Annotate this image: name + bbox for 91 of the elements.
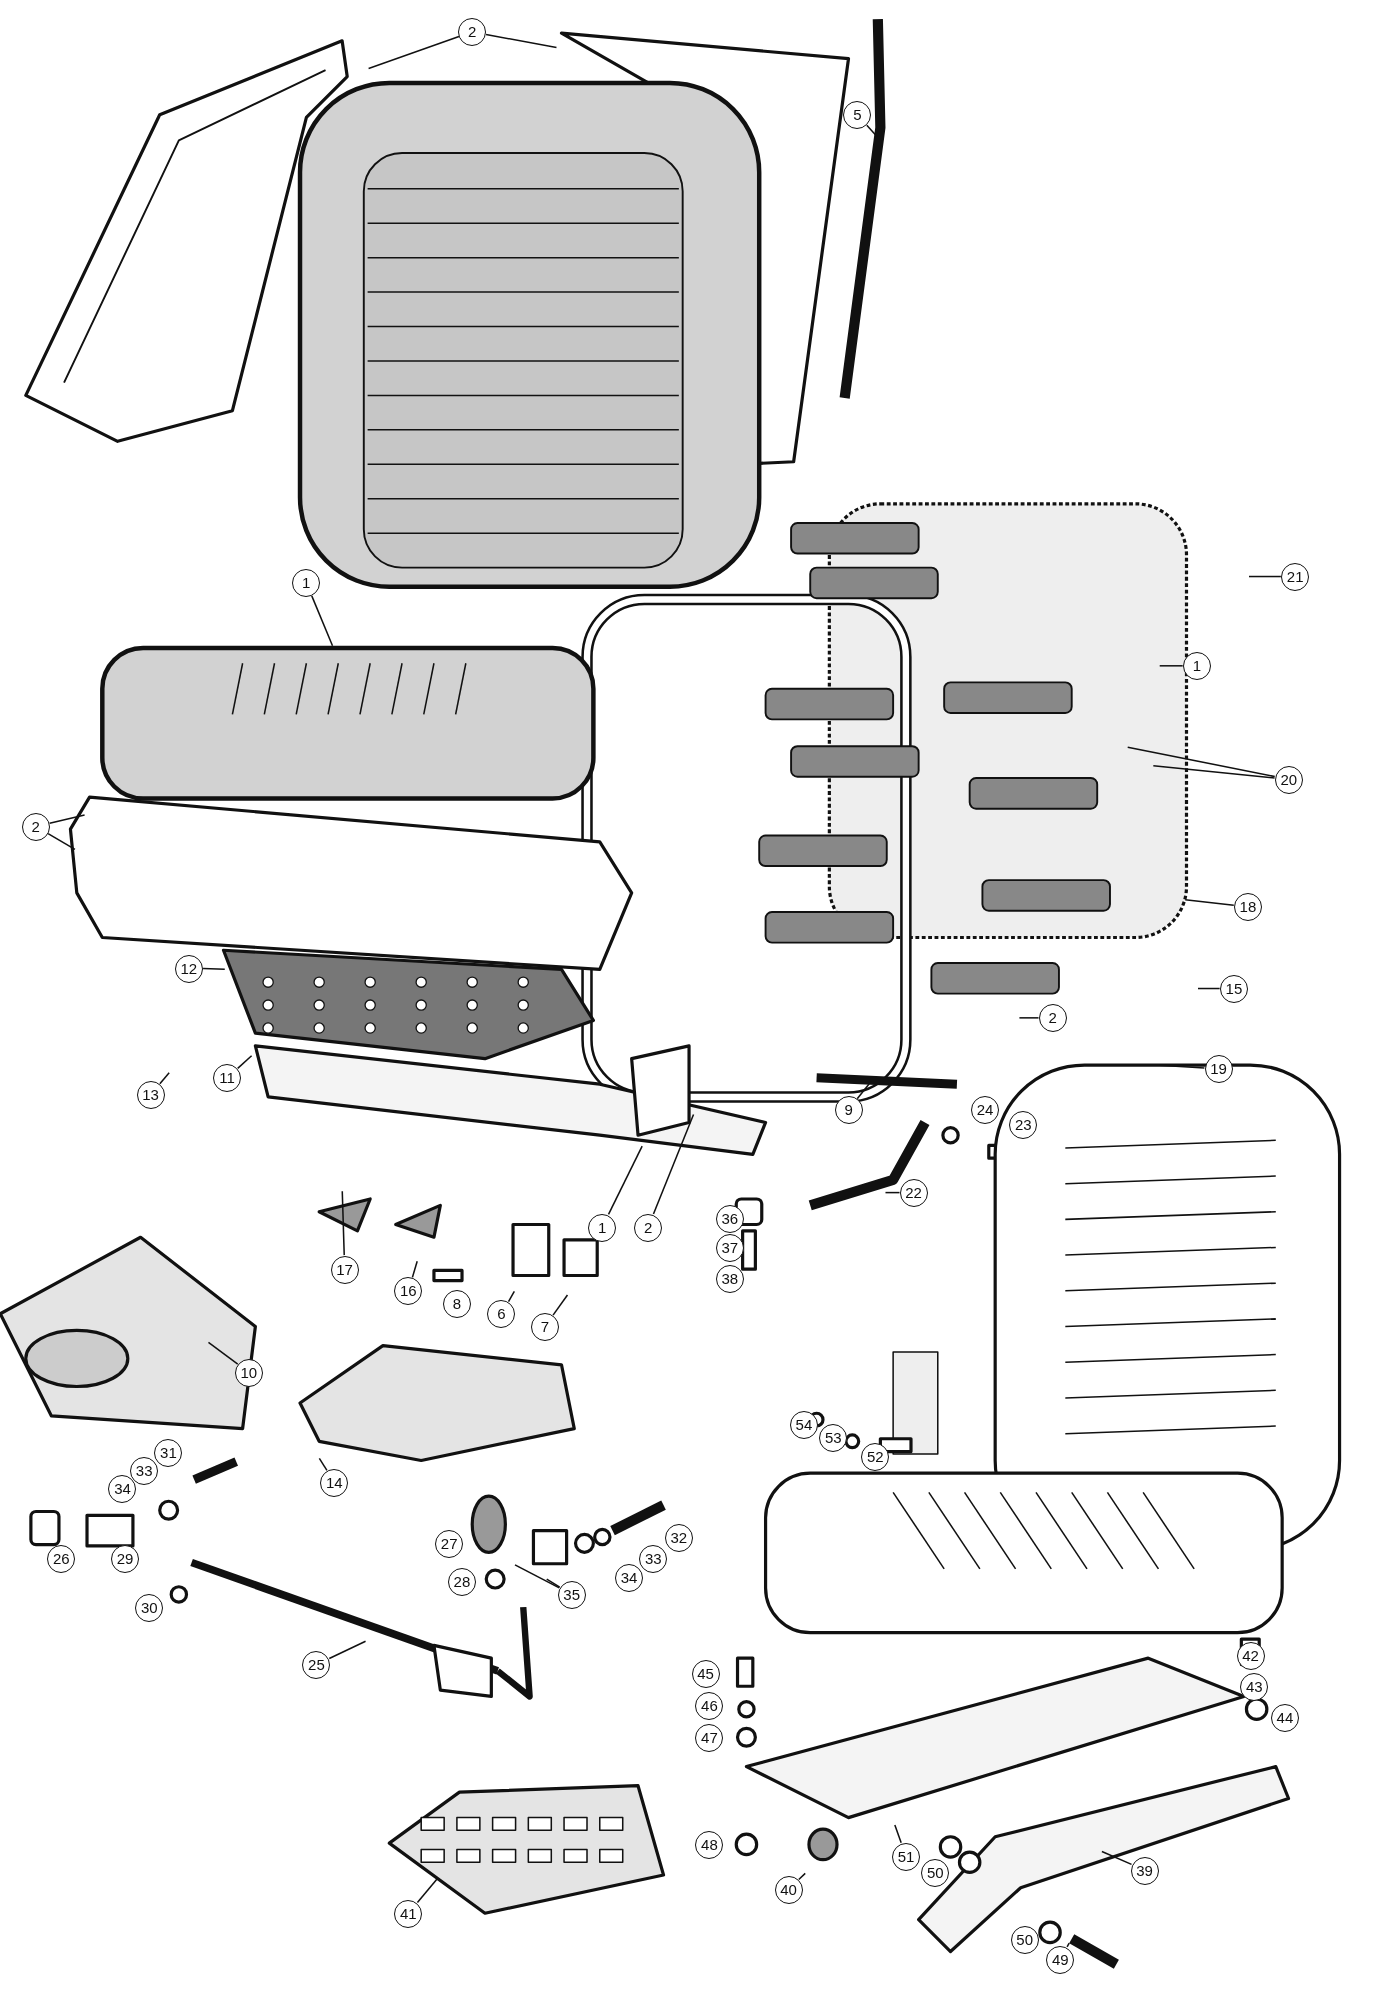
leader-line [1126,746,1276,778]
callout-number: 35 [557,1581,586,1609]
callout-number: 46 [695,1692,724,1721]
callout-number: 34 [615,1564,644,1593]
callout-number: 15 [1219,974,1248,1003]
leader-line [1158,665,1184,667]
callout-number: 34 [108,1475,137,1504]
callout-number: 8 [442,1290,471,1319]
callout-number: 27 [435,1530,464,1558]
leader-line [1248,575,1282,578]
callout-number: 12 [174,954,203,983]
callout-number: 2 [1038,1004,1067,1033]
callout-number: 2 [634,1213,663,1242]
leader-line [894,1824,902,1844]
callout-number: 45 [691,1660,720,1689]
callout-number: 28 [447,1568,476,1597]
callout-number: 2 [21,812,50,841]
leader-line [552,1294,569,1316]
callout-number: 16 [394,1277,423,1306]
callout-number: 42 [1236,1642,1265,1671]
callout-number: 50 [1010,1925,1039,1954]
callout-number: 7 [530,1313,559,1342]
callout-number: 18 [1233,893,1262,922]
callout-number: 50 [921,1859,950,1888]
leader-line [416,1878,438,1904]
callout-number: 30 [135,1593,164,1622]
callout-number: 53 [819,1424,848,1453]
callout-number: 36 [715,1204,744,1233]
leader-line [856,1081,872,1100]
leader-line [318,1457,328,1472]
leader-line [236,1054,253,1070]
callout-number: 48 [695,1831,724,1860]
callout-number: 5 [843,100,872,129]
callout-number: 29 [111,1545,140,1574]
leader-line [48,814,86,825]
callout-number: 47 [695,1723,724,1752]
callout-number: 40 [774,1875,803,1904]
leader-line [507,1290,516,1303]
callout-number: 6 [487,1300,516,1329]
callout-number: 25 [302,1651,331,1680]
leader-line [1197,987,1221,990]
leader-line [1066,1942,1070,1948]
callout-number: 51 [891,1842,920,1871]
callout-number: 37 [715,1233,744,1262]
callout-number: 33 [130,1457,159,1486]
callout-number: 39 [1130,1856,1159,1885]
callout-number: 41 [394,1900,423,1929]
callout-number: 38 [715,1264,744,1293]
leader-line [202,967,226,970]
leader-line [311,595,334,647]
callout-number: 24 [971,1096,1000,1125]
leader-line [1101,1850,1133,1866]
callout-number: 52 [861,1443,890,1472]
leader-line [1158,1064,1206,1069]
callout-number: 21 [1281,562,1310,591]
leader-line [485,33,558,49]
leader-line [367,35,460,70]
callout-number: 49 [1046,1945,1075,1974]
callout-number: 17 [330,1255,359,1284]
leader-line [47,832,76,851]
leader-line [607,1145,643,1216]
callout-number: 1 [588,1213,617,1242]
leader-line [866,124,878,138]
callout-number: 14 [320,1468,349,1497]
callout-number: 33 [639,1545,668,1574]
leader-line [884,1191,901,1194]
leader-line [411,1260,418,1279]
callout-number: 22 [899,1179,928,1208]
callout-number: 1 [292,569,321,598]
callout-number: 43 [1240,1672,1269,1701]
leader-line [328,1640,367,1660]
leader-line [545,1578,561,1588]
callout-number: 2 [458,17,487,46]
callout-number: 9 [834,1096,863,1125]
callout-number: 31 [154,1439,183,1468]
callout-number: 54 [789,1411,818,1440]
leader-line [341,1190,345,1256]
leader-line [1018,1017,1040,1019]
leader-line [798,1872,806,1881]
callout-number: 13 [136,1080,165,1109]
callout-number: 44 [1270,1703,1299,1732]
callout-number: 32 [664,1523,693,1552]
leader-line [652,1113,695,1215]
callout-number: 20 [1274,765,1303,794]
leader-line [1184,899,1235,907]
leader-line [159,1072,170,1085]
leader-line [514,1564,561,1589]
callout-number: 26 [47,1545,76,1574]
callout-number: 11 [213,1064,242,1093]
leader-line [207,1341,239,1365]
leader-line [1152,765,1276,779]
